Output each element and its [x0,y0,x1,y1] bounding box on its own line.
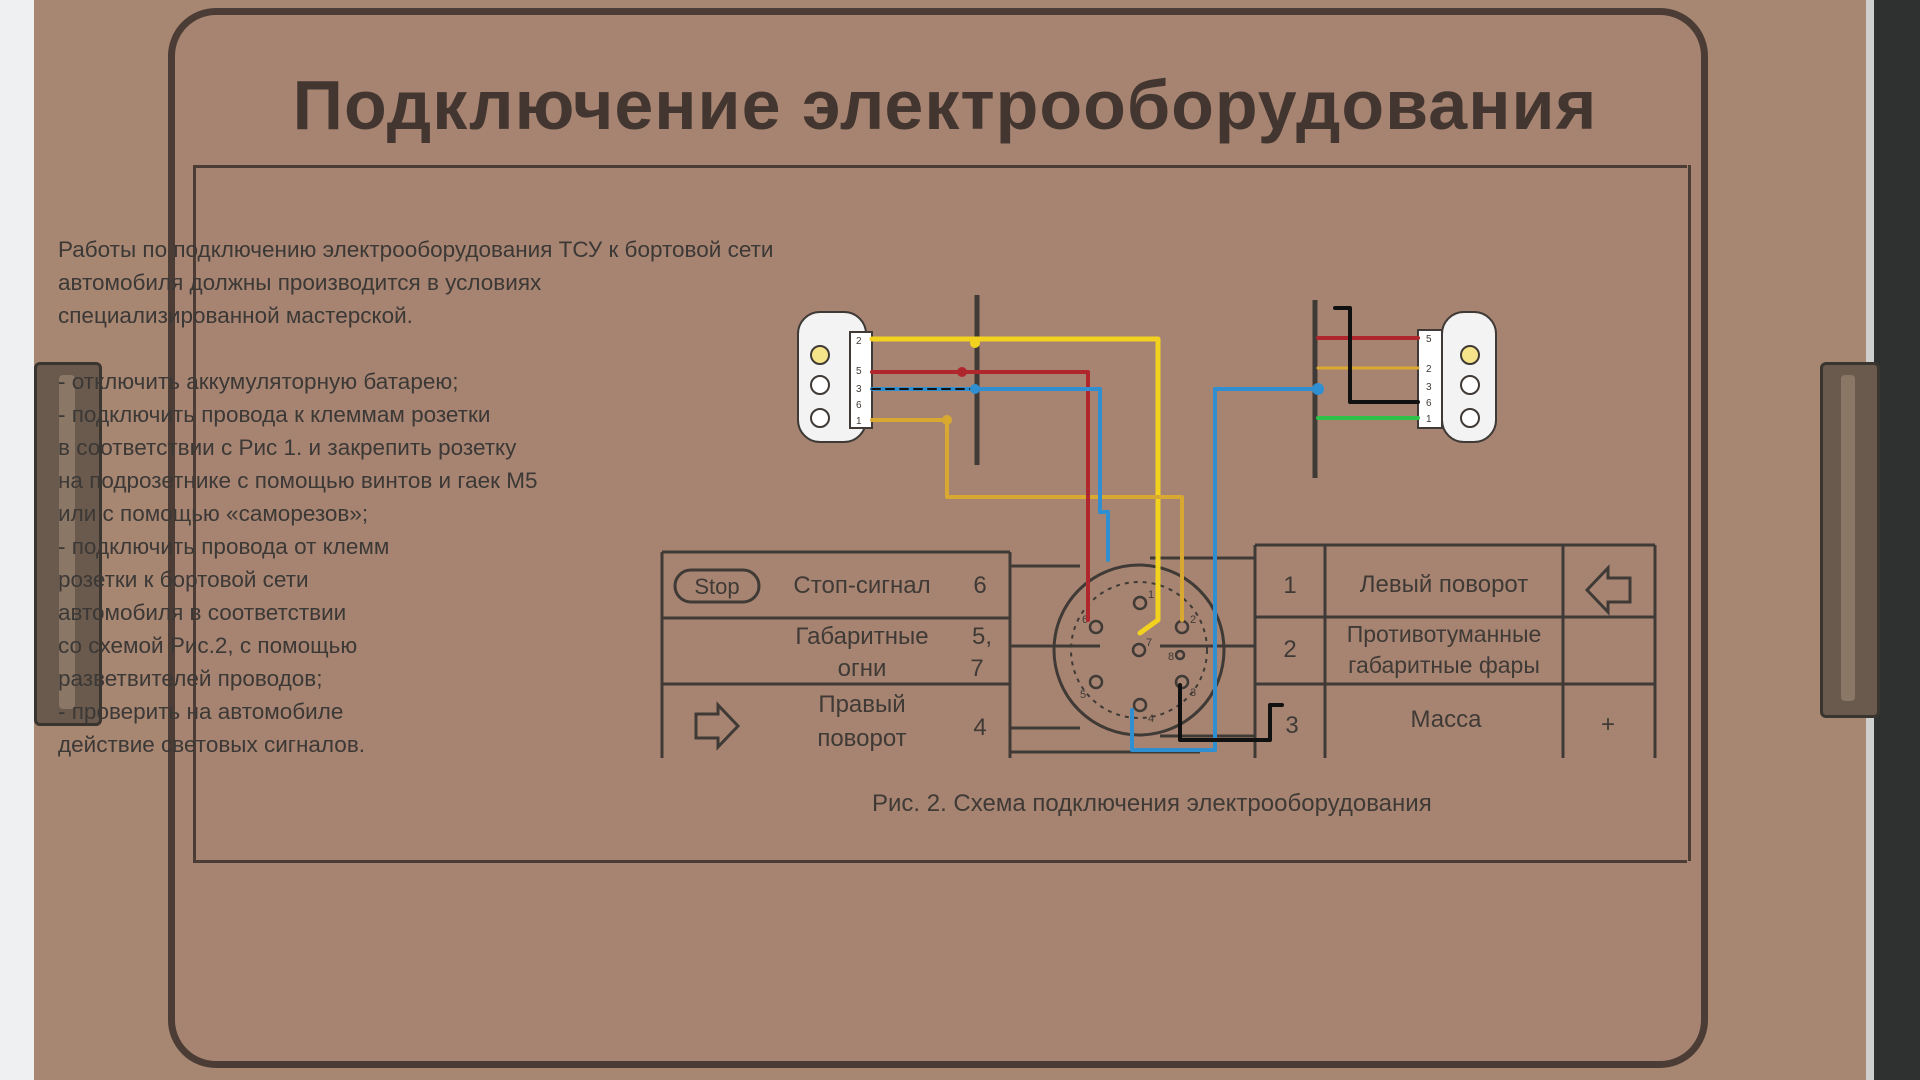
bulb-icon [1460,345,1480,365]
wire-junction [1312,383,1324,395]
row-pin-marker-lights-2: 7 [970,655,983,682]
instruction-line: разветвителей проводов; [58,666,323,691]
wire-junction [970,384,980,394]
instructions-text: Работы по подключению электрооборудовани… [58,233,958,761]
right-pin-2: 2 [1283,636,1296,663]
right-table-stubs [1150,556,1255,738]
page-title: Подключение электрооборудования [292,66,1598,144]
instruction-line: - подключить провода от клемм [58,534,390,559]
instruction-line: - отключить аккумуляторную батарею; [58,369,459,394]
socket-pin-label-1: 1 [1148,589,1154,601]
row-label-marker-lights-1: Габаритные [795,623,928,650]
instruction-line: в соответствии с Рис 1. и закрепить розе… [58,435,517,460]
socket-pin-4 [1132,697,1148,713]
stop-badge-label: Stop [694,574,739,599]
wire-red [870,370,1090,622]
socket-pin-label-4: 4 [1148,713,1154,725]
row-pin-marker-lights-1: 5, [972,623,992,650]
box-flap-right [1820,362,1880,718]
socket-pin-7 [1131,642,1147,658]
wire-yellow [869,336,1161,636]
left-connector-pin-label: 2 [856,336,862,347]
socket-pin-5 [1088,674,1104,690]
right-connector-pin-label: 2 [1426,364,1432,375]
lamp-icon [810,375,830,395]
left-connector-pin-label: 6 [856,400,862,411]
right-label-fog-1: Противотуманные [1347,621,1542,647]
right-label-left-turn: Левый поворот [1360,571,1529,598]
plus-symbol: + [1601,711,1615,738]
instruction-line: на подрозетнике с помощью винтов и гаек … [58,468,538,493]
wire-blue [1130,387,1317,752]
wire-junction [970,338,980,348]
socket-pin-label-6: 6 [1082,614,1088,626]
background-right-edge [1874,0,1920,1080]
box-flap-left [34,362,102,726]
lamp-icon [1460,375,1480,395]
instruction-line: Работы по подключению электрооборудовани… [58,237,774,262]
figure-caption: Рис. 2. Схема подключения электрооборудо… [872,790,1432,817]
right-table [1253,543,1657,758]
lamp-icon [1460,408,1480,428]
instruction-line: автомобиля должны производится в условия… [58,270,542,295]
instruction-card: Подключение электрооборудования [168,8,1708,1068]
instruction-line: со схемой Рис.2, с помощью [58,633,358,658]
right-label-ground: Масса [1411,706,1483,733]
row-pin-right-turn: 4 [973,714,986,741]
row-label-marker-lights-2: огни [838,655,887,682]
socket-pin-6 [1088,619,1104,635]
bottom-divider [193,860,1687,863]
wire-black [1333,306,1420,404]
left-connector-pin-label: 1 [856,416,862,427]
instruction-line: специализированной мастерской. [58,303,413,328]
row-label-stop-signal: Стоп-сигнал [793,572,930,599]
socket-pin-2 [1174,619,1190,635]
frame-right-line [1688,165,1691,861]
right-connector: 5 2 3 6 1 [1417,311,1497,443]
wire-junction [957,367,967,377]
right-pin-3: 3 [1285,712,1298,739]
instruction-line: розетки к бортовой сети [58,567,309,592]
socket-pin-label-5: 5 [1080,689,1086,701]
left-arrow-icon [1584,564,1632,616]
socket-pin-label-8: 8 [1168,651,1174,663]
socket-pin-1 [1132,595,1148,611]
instruction-line: автомобиля в соответствии [58,600,347,625]
right-connector-pin-label: 1 [1426,414,1432,425]
socket-pin-label-3: 3 [1190,687,1196,699]
left-table [660,550,1012,758]
socket-pin-label-2: 2 [1190,614,1196,626]
wire-orange [870,418,1184,622]
stop-badge: Stop [673,568,761,604]
left-connector-pin-label: 3 [856,384,862,395]
instruction-line: действие световых сигналов. [58,732,366,757]
row-pin-stop-signal: 6 [973,572,986,599]
background-left-edge [0,0,34,1080]
right-connector-pin-label: 3 [1426,382,1432,393]
left-connector-pin-label: 5 [856,366,862,377]
right-pin-1: 1 [1283,572,1296,599]
right-connector-pin-label: 6 [1426,398,1432,409]
lamp-icon [810,408,830,428]
wire-blue [870,387,1110,562]
instruction-line: или с помощью «саморезов»; [58,501,369,526]
left-connector: 2 5 3 6 1 [797,311,873,443]
instruction-line: - проверить на автомобиле [58,699,344,724]
bulb-icon [810,345,830,365]
wire-black [1178,683,1284,742]
socket-pin-8 [1174,649,1186,661]
row-label-right-turn-1: Правый [818,691,905,718]
socket-pin-label-7: 7 [1146,637,1152,649]
instruction-line: - подключить провода к клеммам розетки [58,402,491,427]
right-connector-pin-label: 5 [1426,334,1432,345]
right-label-fog-2: габаритные фары [1348,652,1540,678]
title-divider [193,165,1687,168]
row-label-right-turn-2: поворот [817,725,906,752]
frame-left-line [193,165,196,861]
socket: 1 2 3 4 5 6 7 8 [1052,563,1226,737]
right-arrow-icon [694,701,741,751]
wire-junction [942,415,952,425]
